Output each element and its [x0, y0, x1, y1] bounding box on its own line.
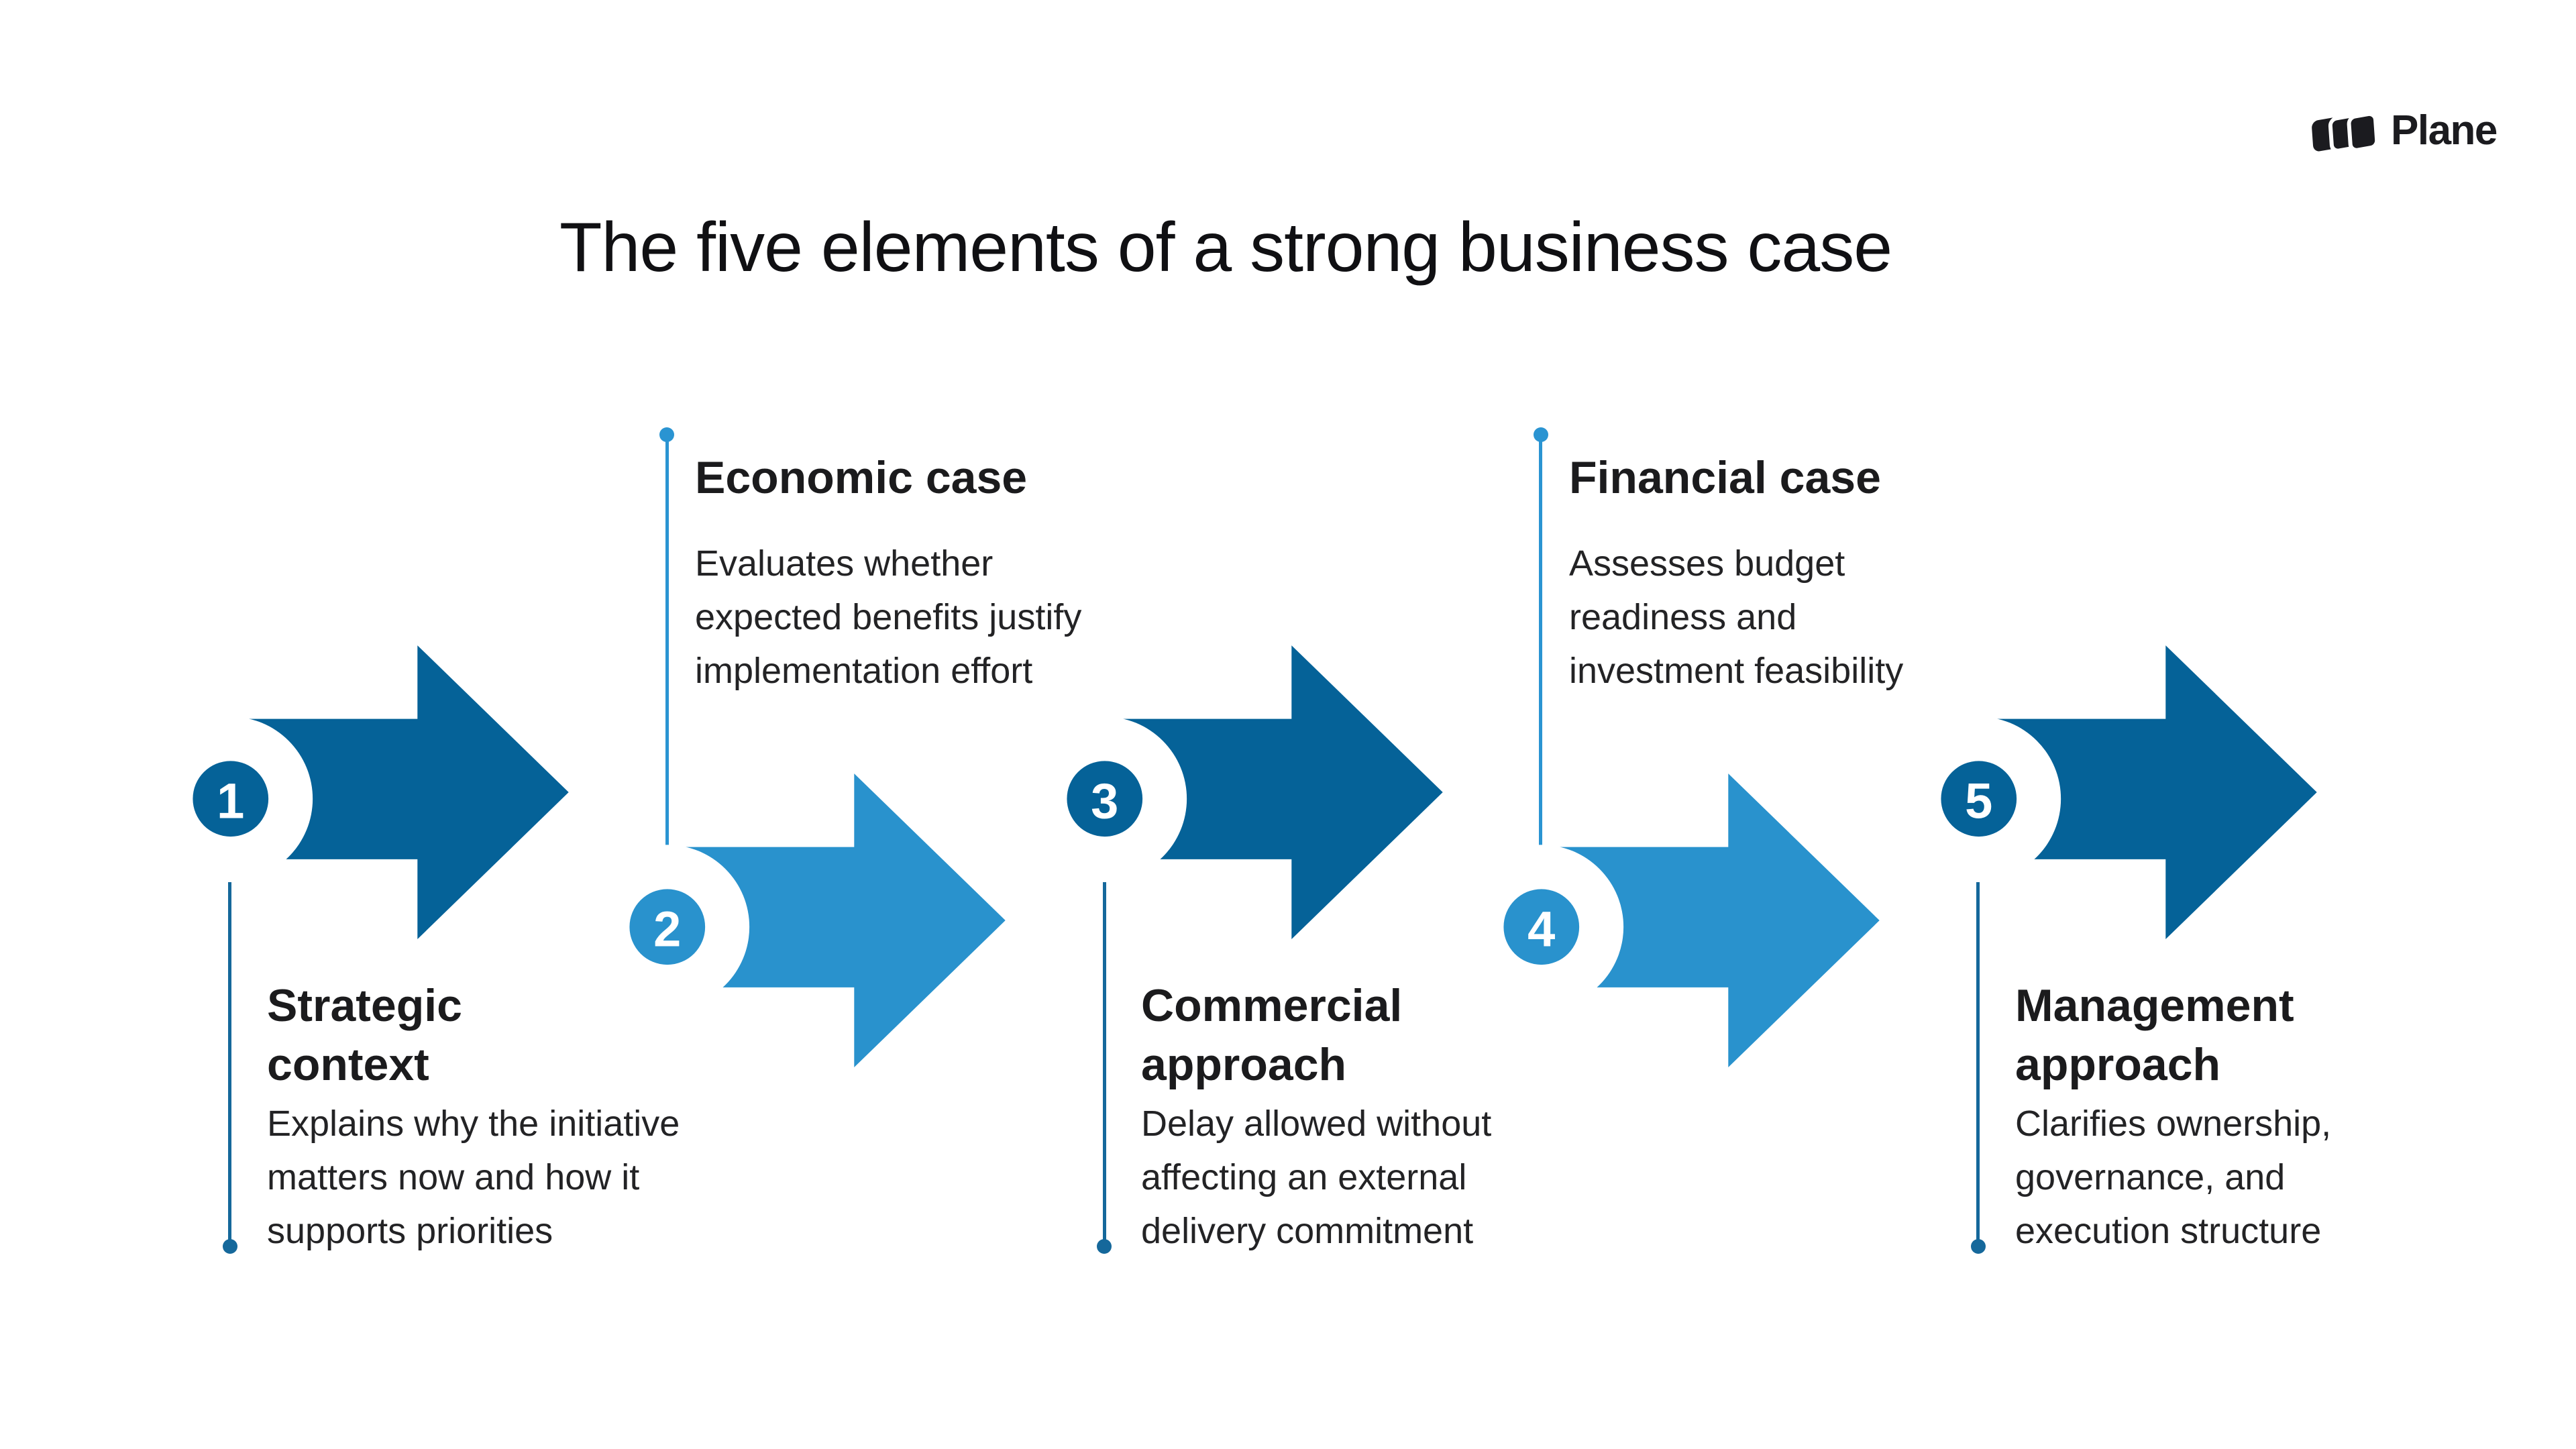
connector-dot	[1971, 1239, 1986, 1254]
step-number: 2	[653, 901, 681, 957]
arrow-right-icon: 3	[1022, 645, 1443, 940]
step-title: Financial case	[1569, 452, 1881, 503]
step-title: Strategic context	[267, 980, 462, 1090]
step-title: Economic case	[695, 452, 1028, 503]
step-description: Evaluates whether expected benefits just…	[695, 543, 1082, 691]
plane-logo: Plane	[2312, 107, 2498, 154]
arrow-shape	[665, 773, 1006, 1068]
step-number-badge	[629, 889, 706, 965]
step-description: Delay allowed without affecting an exter…	[1141, 1104, 1492, 1251]
step-title: Management approach	[2015, 980, 2294, 1090]
step-number-badge	[1503, 889, 1580, 965]
arrow-shape	[1976, 645, 2317, 940]
step-number-badge	[193, 761, 269, 837]
step-number: 4	[1527, 901, 1555, 957]
arrow-right-icon: 1	[148, 645, 569, 940]
step-number: 1	[217, 773, 244, 828]
connector-line	[1103, 882, 1106, 1246]
arrow-right-icon: 5	[1896, 645, 2317, 940]
arrow-shape	[1539, 773, 1880, 1068]
step-text: Commercial approach Delay allowed withou…	[1141, 976, 1491, 1258]
step-description: Explains why the initiative matters now …	[267, 1104, 680, 1251]
step-number: 3	[1091, 773, 1118, 828]
connector-dot	[223, 1239, 237, 1254]
step-text: Strategic context Explains why the initi…	[267, 976, 680, 1258]
connector-dot	[1534, 427, 1548, 442]
connector-line	[1976, 882, 1980, 1246]
page-title: The five elements of a strong business c…	[559, 209, 1892, 286]
step-number: 5	[1965, 773, 1992, 828]
step-description: Assesses budget readiness and investment…	[1569, 543, 1904, 691]
connector-line	[665, 435, 669, 852]
arrow-shape	[1102, 645, 1443, 940]
step-number-badge	[1067, 761, 1143, 837]
arrow-right-icon: 2	[585, 773, 1006, 1068]
connector-line	[1539, 435, 1542, 852]
connector-dot	[659, 427, 674, 442]
step-text: Economic case Evaluates whether expected…	[695, 448, 1081, 698]
step-text: Management approach Clarifies ownership,…	[2015, 976, 2331, 1258]
step-number-badge	[1941, 761, 2017, 837]
step-description: Clarifies ownership, governance, and exe…	[2015, 1104, 2332, 1251]
arrow-right-icon: 4	[1459, 773, 1880, 1068]
arrow-shape	[228, 645, 569, 940]
connector-line	[228, 882, 231, 1246]
step-text: Financial case Assesses budget readiness…	[1569, 448, 1903, 698]
plane-logo-text: Plane	[2391, 107, 2498, 154]
step-title: Commercial approach	[1141, 980, 1403, 1090]
plane-logo-icon	[2312, 111, 2379, 153]
connector-dot	[1097, 1239, 1112, 1254]
